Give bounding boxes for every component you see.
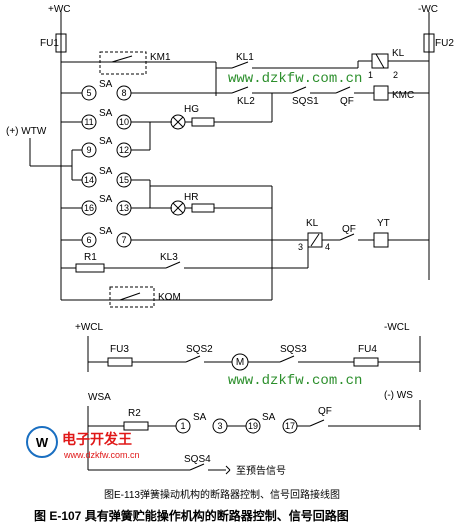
branch-kom: KOM bbox=[61, 286, 272, 308]
logo-w-icon: W bbox=[36, 435, 49, 450]
label-kmc: KMC bbox=[392, 90, 414, 101]
label-kl-4: 4 bbox=[325, 242, 330, 252]
sa-terminal-9: 9 bbox=[86, 145, 91, 155]
label-wcl-neg: -WCL bbox=[384, 322, 410, 333]
label-sqs1: SQS1 bbox=[292, 96, 319, 107]
sa-terminal-17: 17 bbox=[285, 421, 295, 431]
label-wc-neg: -WC bbox=[418, 4, 438, 15]
label-kl1: KL1 bbox=[236, 52, 254, 63]
row-sa-14-15: 14 15 SA bbox=[81, 166, 151, 208]
sa-terminal-14: 14 bbox=[84, 175, 94, 185]
label-fu2: FU2 bbox=[435, 38, 454, 49]
row-r1-kl3: R1 KL3 bbox=[61, 240, 309, 273]
row-sa-9-12: 9 12 SA bbox=[81, 122, 151, 158]
label-kl: KL bbox=[392, 48, 405, 59]
label-sqs3: SQS3 bbox=[280, 344, 307, 355]
bus-left bbox=[55, 12, 67, 300]
label-sqs4: SQS4 bbox=[184, 454, 211, 465]
label-sa-1: SA bbox=[99, 79, 113, 90]
label-fu1: FU1 bbox=[40, 38, 59, 49]
label-to-signal: 至预告信号 bbox=[236, 464, 286, 477]
label-sqs2: SQS2 bbox=[186, 344, 213, 355]
branch-kl1: KL1 bbox=[215, 52, 358, 90]
lamp-hg: HG bbox=[170, 93, 273, 130]
label-qf-2: QF bbox=[342, 224, 356, 235]
label-wtw: (+) WTW bbox=[6, 126, 47, 137]
label-wc-pos: +WC bbox=[48, 4, 71, 15]
bus-right bbox=[423, 12, 435, 280]
label-r1: R1 bbox=[84, 252, 97, 263]
label-kl3: KL3 bbox=[160, 252, 178, 263]
wtw-supply: (+) WTW bbox=[6, 126, 82, 181]
label-kl-contact: KL bbox=[306, 218, 319, 229]
watermark-url-2: www.dzkfw.com.cn bbox=[228, 373, 362, 389]
sa-terminal-5: 5 bbox=[86, 88, 91, 98]
sa-terminal-10: 10 bbox=[119, 117, 129, 127]
row-sa-5-8: 5 8 SA KL2 SQS1 QF KMC bbox=[61, 79, 429, 107]
label-kl-1: 1 bbox=[368, 70, 373, 80]
logo-url: www.dzkfw.com.cn bbox=[63, 450, 140, 460]
label-sa-6: SA bbox=[99, 226, 113, 237]
row-sa-6-7: 6 7 SA KL 3 4 QF YT bbox=[61, 218, 429, 252]
sa-terminal-1: 1 bbox=[180, 421, 185, 431]
logo-name: 电子开发王 bbox=[62, 431, 132, 447]
sa-terminal-8: 8 bbox=[121, 88, 126, 98]
row-sa-11-10: 11 10 SA bbox=[61, 108, 172, 130]
label-hr: HR bbox=[184, 192, 198, 203]
label-fu4: FU4 bbox=[358, 344, 377, 355]
sa-terminal-19: 19 bbox=[248, 421, 258, 431]
label-kl2: KL2 bbox=[237, 96, 255, 107]
signal-circuit: WSA (-) WS R2 1 3 19 17 SA SA QF SQS4 至预… bbox=[87, 390, 421, 477]
label-qf-1: QF bbox=[340, 96, 354, 107]
sa-terminal-15: 15 bbox=[119, 175, 129, 185]
sa-terminal-11: 11 bbox=[84, 117, 93, 127]
label-sa-2: SA bbox=[99, 108, 113, 119]
label-kl-3: 3 bbox=[298, 242, 303, 252]
caption-sub: 图E-113弹簧操动机构的断路器控制、信号回路接线图 bbox=[104, 488, 340, 501]
label-qf-3: QF bbox=[318, 406, 332, 417]
sa-terminal-16: 16 bbox=[84, 203, 94, 213]
sa-terminal-12: 12 bbox=[119, 145, 129, 155]
label-km1: KM1 bbox=[150, 52, 171, 63]
label-kl-2: 2 bbox=[393, 70, 398, 80]
site-logo: W 电子开发王 www.dzkfw.com.cn bbox=[26, 426, 140, 460]
label-sa-8: SA bbox=[262, 412, 276, 423]
label-wcl-pos: +WCL bbox=[75, 322, 104, 333]
label-motor: M bbox=[236, 357, 244, 368]
sa-terminal-7: 7 bbox=[121, 235, 126, 245]
label-sa-3: SA bbox=[99, 136, 113, 147]
label-fu3: FU3 bbox=[110, 344, 129, 355]
lamp-hr: HR bbox=[170, 186, 273, 300]
label-ws-neg: (-) WS bbox=[384, 390, 413, 401]
watermark-url-1: www.dzkfw.com.cn bbox=[228, 71, 362, 87]
sa-terminal-6: 6 bbox=[86, 235, 91, 245]
relay-kl: KL 1 2 bbox=[357, 48, 429, 80]
label-sa-5: SA bbox=[99, 194, 113, 205]
label-wsa: WSA bbox=[88, 392, 111, 403]
row-sa-16-13: 16 13 SA bbox=[61, 194, 172, 216]
caption-main: 图 E-107 具有弹簧贮能操作机构的断路器控制、信号回路图 bbox=[34, 508, 349, 523]
branch-km1: KM1 bbox=[61, 51, 216, 75]
motor-circuit: +WCL -WCL FU3 FU4 SQS2 SQS3 M bbox=[75, 322, 421, 372]
label-kom: KOM bbox=[158, 292, 181, 303]
label-r2: R2 bbox=[128, 408, 141, 419]
sa-terminal-3: 3 bbox=[217, 421, 222, 431]
label-yt: YT bbox=[377, 218, 390, 229]
label-sa-7: SA bbox=[193, 412, 207, 423]
label-sa-4: SA bbox=[99, 166, 113, 177]
sa-terminal-13: 13 bbox=[119, 203, 129, 213]
label-hg: HG bbox=[184, 104, 199, 115]
